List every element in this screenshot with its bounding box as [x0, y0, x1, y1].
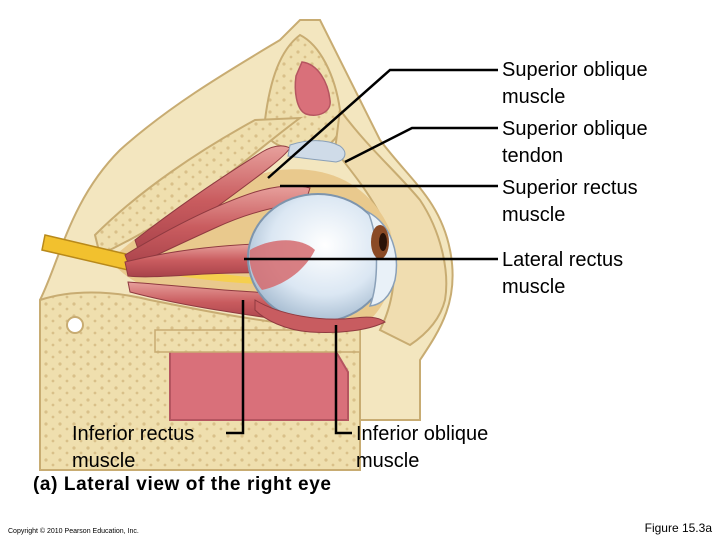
leader-superior-oblique-muscle [267, 68, 498, 179]
foramen [66, 316, 84, 334]
label-inferior-rectus: Inferior rectus muscle [72, 423, 195, 472]
frontal-sinus [294, 61, 331, 116]
inferior-oblique-shape [254, 299, 386, 333]
leader-lines [226, 68, 498, 435]
label-superior-oblique-tendon: Superior oblique tendon [502, 118, 648, 167]
label-superior-oblique-muscle: Superior oblique muscle [502, 59, 648, 108]
figure-caption: (a) Lateral view of the right eye [33, 474, 332, 495]
orbital-roof [93, 116, 304, 257]
leader-inferior-rectus [226, 300, 245, 435]
figure-number: Figure 15.3a [644, 521, 712, 535]
superior-oblique-tendon-shape [287, 140, 346, 163]
leader-inferior-oblique [334, 325, 352, 435]
maxillary-sinus [169, 349, 349, 421]
lower-bone-band [154, 329, 361, 353]
label-lateral-rectus: Lateral rectus muscle [502, 249, 624, 298]
rectus-insertion [249, 240, 315, 290]
label-superior-rectus: Superior rectus muscle [502, 177, 638, 226]
copyright-notice: Copyright © 2010 Pearson Education, Inc. [8, 528, 139, 535]
pupil [379, 233, 387, 251]
label-inferior-oblique: Inferior oblique muscle [356, 423, 489, 472]
leader-superior-oblique-tendon [344, 126, 498, 164]
